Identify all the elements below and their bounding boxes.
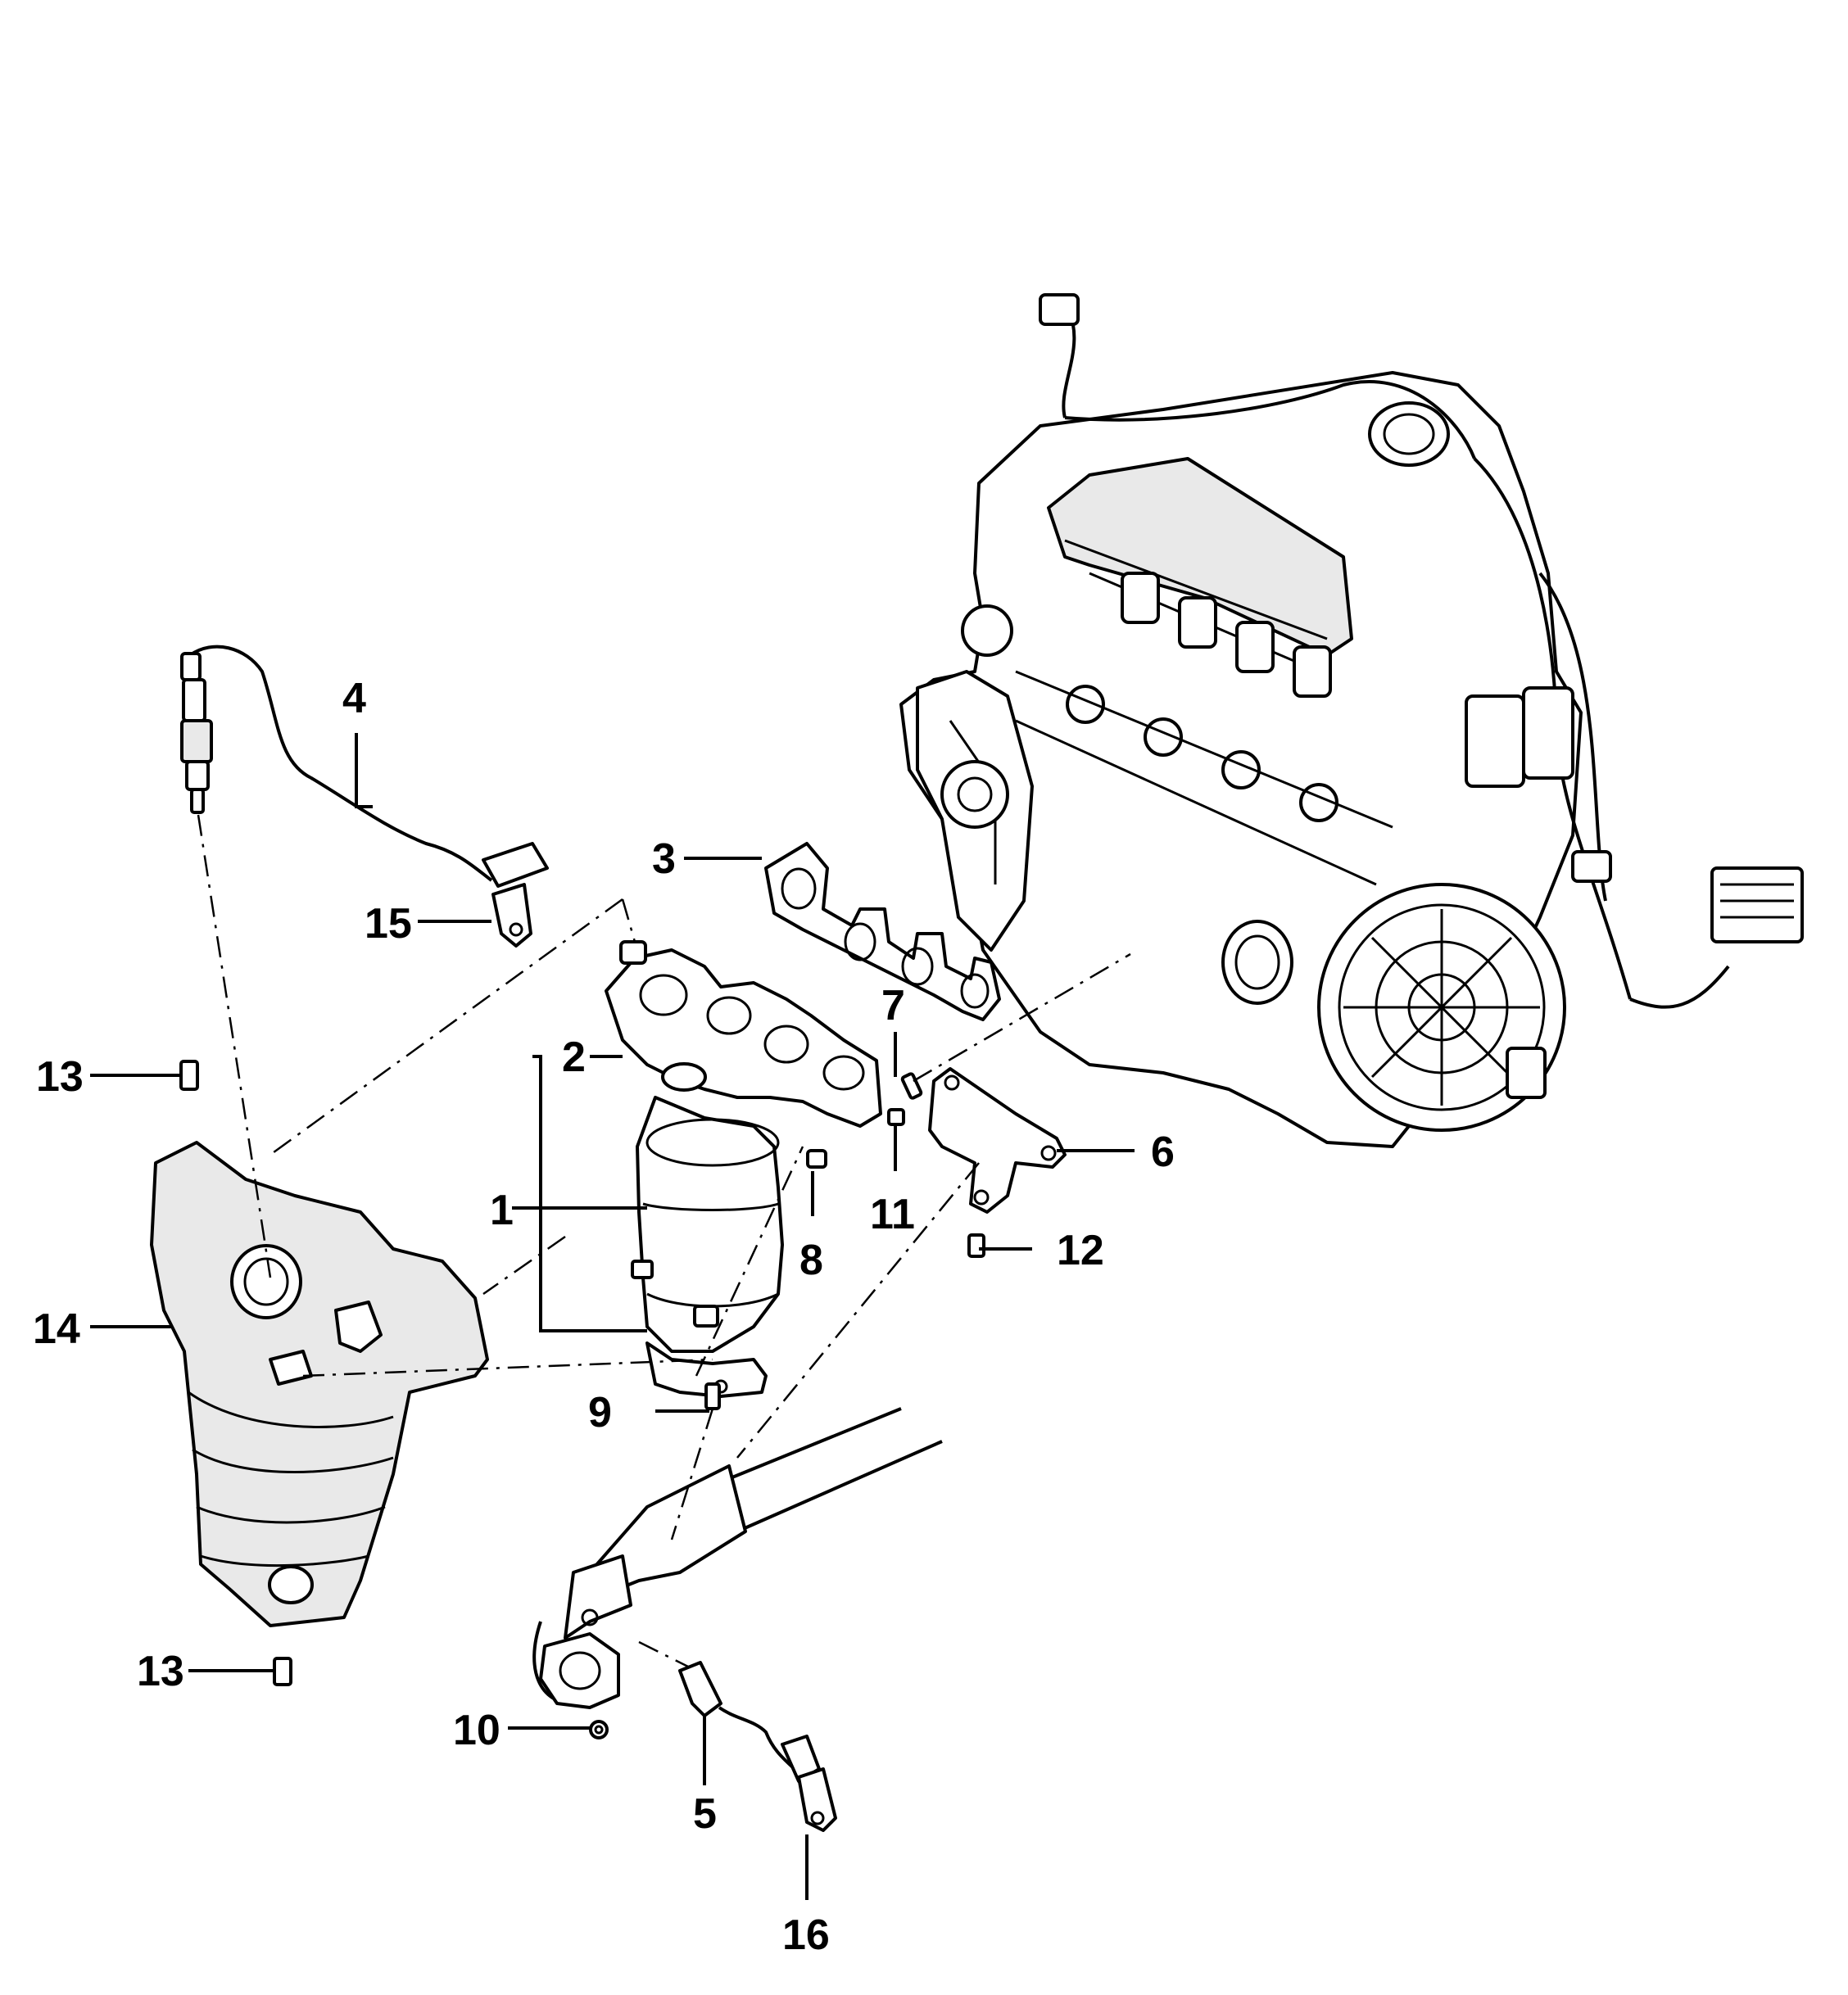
callout-13-top: 13 <box>36 1053 84 1101</box>
exhaust-manifold-with-catalytic-converter <box>605 940 882 1398</box>
callout-5: 5 <box>693 1790 717 1838</box>
callout-9: 9 <box>588 1389 612 1436</box>
callout-8: 8 <box>799 1237 823 1284</box>
callout-16: 16 <box>782 1911 830 1959</box>
callout-labels: 1 2 3 4 5 6 7 8 9 10 11 12 13 13 14 15 1… <box>33 675 1175 1959</box>
callout-12: 12 <box>1057 1227 1104 1274</box>
fasteners <box>179 1060 985 1739</box>
heat-shield <box>150 1141 489 1627</box>
callout-4: 4 <box>342 675 366 722</box>
callout-1: 1 <box>490 1187 514 1234</box>
callout-10: 10 <box>453 1707 500 1754</box>
leader-lines <box>90 733 1135 1900</box>
callout-3: 3 <box>652 835 676 883</box>
manifold-bracket <box>928 1067 1067 1214</box>
engine-assembly <box>899 293 1804 1148</box>
assembly-lines <box>197 814 1131 1668</box>
callout-6: 6 <box>1151 1129 1175 1176</box>
callout-15: 15 <box>365 900 412 948</box>
callout-13-bottom: 13 <box>137 1648 184 1695</box>
exhaust-manifold-gasket <box>764 842 1001 1021</box>
callout-11: 11 <box>870 1191 915 1238</box>
callout-7: 7 <box>881 982 905 1029</box>
oxygen-sensor-upstream <box>180 645 549 948</box>
callout-14: 14 <box>33 1305 80 1353</box>
callout-2: 2 <box>562 1034 586 1081</box>
exhaust-downpipe <box>532 1407 943 1832</box>
